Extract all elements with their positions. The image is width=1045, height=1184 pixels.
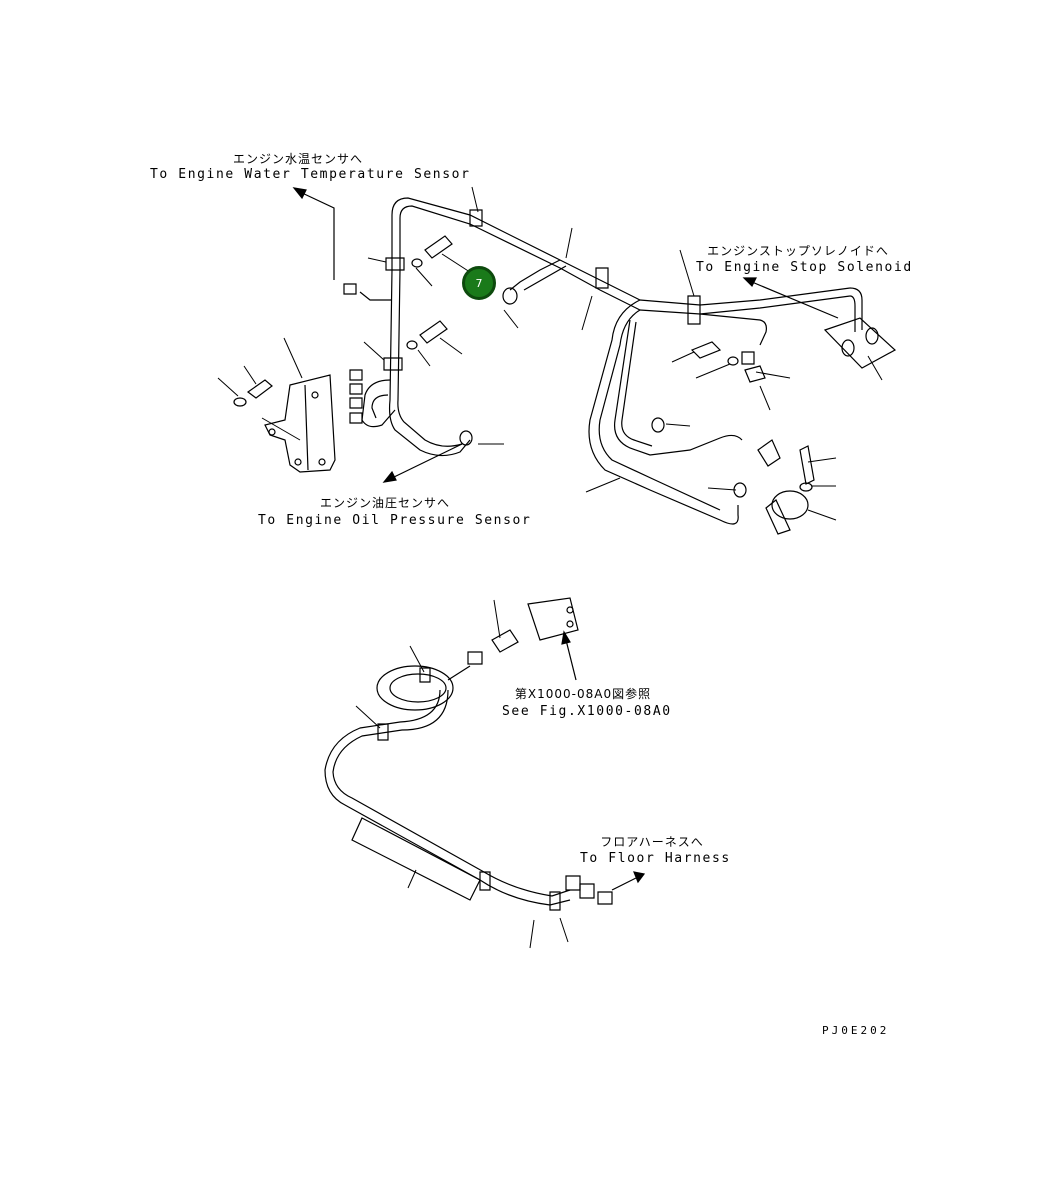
relay-body (772, 491, 808, 519)
bolt (420, 321, 447, 343)
floor-harness-lower (325, 598, 644, 948)
floor-harness-label-en: To Floor Harness (580, 851, 731, 866)
bracket-hole (319, 459, 325, 465)
bracket-hole (312, 392, 318, 398)
bracket-hole (295, 459, 301, 465)
sensor (492, 630, 518, 652)
bracket-edge (305, 385, 308, 470)
clamp (550, 892, 560, 910)
stop-solenoid-label-en: To Engine Stop Solenoid (696, 260, 913, 275)
harness-branch-solenoid (850, 288, 862, 330)
harness-branch-down (589, 300, 738, 524)
stop-solenoid-label-jp: エンジンストップソレノイドへ (707, 244, 889, 258)
clip (745, 366, 765, 382)
harness-branch-up-b (524, 266, 566, 290)
clamp (596, 268, 608, 288)
washer (234, 398, 246, 406)
nut (742, 352, 754, 364)
washer (412, 259, 422, 267)
ring-terminal (503, 288, 517, 304)
connector (350, 398, 362, 408)
clamp (480, 872, 490, 890)
engine-harness-upper (218, 187, 895, 534)
drawing-code: PJ0E202 (822, 1024, 890, 1037)
connector (350, 413, 362, 423)
connector-cap (758, 440, 780, 466)
mount-bracket (528, 598, 578, 640)
harness-branch-down-b (599, 310, 720, 510)
harness-left-loop-b (372, 395, 388, 418)
harness-branch-right (700, 314, 766, 345)
connector (350, 384, 362, 394)
fig-ref-label-en: See Fig.X1000-08A0 (502, 704, 672, 719)
washer (728, 357, 738, 365)
harness-lower-main-b (333, 690, 570, 896)
bracket-hole (269, 429, 275, 435)
arrows-upper (294, 188, 838, 482)
ring-terminal (652, 418, 664, 432)
bolt (248, 380, 272, 398)
floor-harness-label-jp: フロアハーネスへ (600, 835, 704, 849)
connector (580, 884, 594, 898)
harness-left-trunk (390, 270, 470, 456)
clamp (378, 724, 388, 740)
connector (468, 652, 482, 664)
connector (350, 370, 362, 380)
harness-coil-inner (390, 674, 446, 702)
bolt (800, 446, 814, 484)
leader-lines-lower (356, 600, 568, 948)
oil-pressure-label-jp: エンジン油圧センサへ (319, 496, 450, 510)
bracket-hole (567, 607, 573, 613)
harness-branch-up (510, 260, 560, 290)
washer (800, 483, 812, 491)
solenoid-plate (825, 318, 895, 368)
clamp (470, 210, 482, 226)
clamp (384, 358, 402, 370)
clamp (688, 296, 700, 324)
water-temp-label-jp: エンジン水温センサへ (232, 152, 363, 166)
harness-branch-inner (615, 320, 742, 455)
leader-lines-upper (218, 187, 882, 520)
connector (344, 284, 356, 294)
connector (566, 876, 580, 890)
harness-main-upper (392, 198, 850, 305)
washer (407, 341, 417, 349)
clamp (420, 668, 430, 682)
fig-ref-label-jp: 第X1000-08A0図参照 (514, 687, 652, 701)
oil-pressure-label-en: To Engine Oil Pressure Sensor (258, 513, 532, 528)
ring-terminal (460, 431, 472, 445)
protective-sleeve (352, 818, 480, 900)
harness-branch-inner-b (622, 322, 652, 446)
water-temp-label-en: To Engine Water Temperature Sensor (150, 167, 471, 182)
harness-left-trunk-b (398, 270, 462, 446)
terminal (866, 328, 878, 344)
bolt (692, 342, 720, 358)
bolt (425, 236, 452, 258)
harness-lead (448, 666, 470, 680)
harness-branch-water (360, 292, 392, 300)
harness-coil (377, 666, 453, 710)
part-marker-7[interactable]: 7 (462, 266, 496, 300)
relay-bracket (766, 500, 790, 534)
arrows-lower (562, 632, 644, 890)
bracket (265, 375, 335, 472)
harness-main-lower (400, 206, 850, 314)
clamp (386, 258, 404, 270)
bracket-hole (567, 621, 573, 627)
harness-branch-solenoid-b (850, 296, 855, 332)
connector (598, 892, 612, 904)
harness-lower-main (325, 690, 570, 905)
